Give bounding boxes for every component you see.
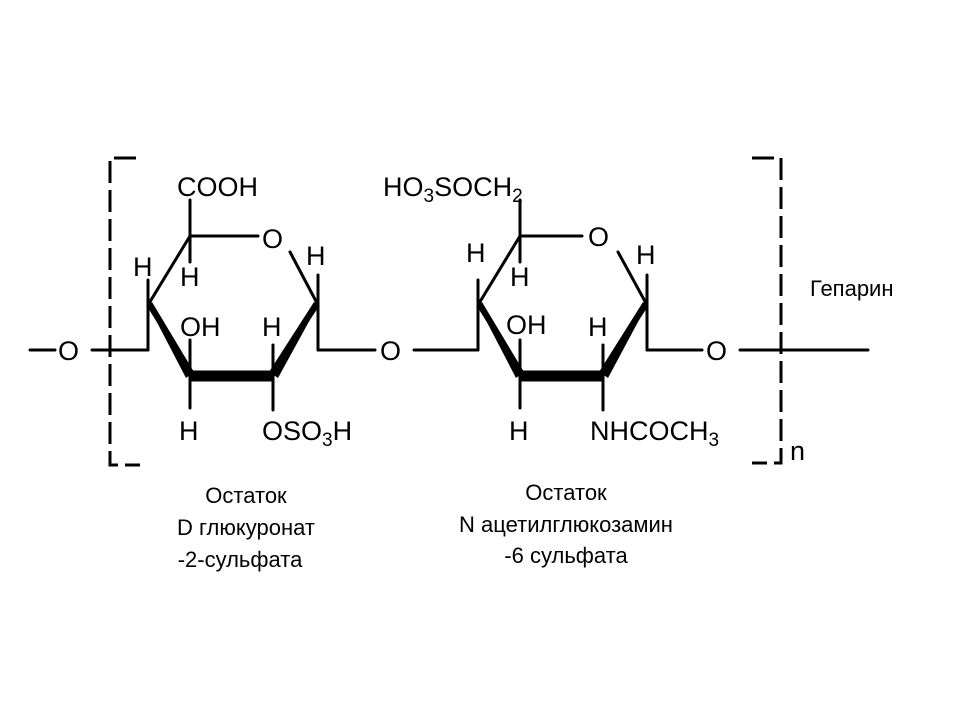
r2-wedge-left xyxy=(478,302,524,378)
middle-link-oxygen: O xyxy=(380,336,401,366)
residue1-caption: Остаток D глюкуронат -2-сульфата xyxy=(177,483,315,572)
r1-h-left-outer: H xyxy=(133,252,153,282)
r2-wedge-right xyxy=(599,302,647,378)
right-repeat-bracket xyxy=(752,156,783,465)
r2-ch2-sulfate-label: HO3SOCH2 xyxy=(383,172,523,207)
r1-sulfate-label: OSO3H xyxy=(262,416,352,451)
r1-h-mid: H xyxy=(262,312,282,342)
r1-h-bottom: H xyxy=(179,416,199,446)
r2-oh-label: OH xyxy=(506,310,547,340)
r2-h-left-inner: H xyxy=(510,262,530,292)
r2-h-mid: H xyxy=(588,312,608,342)
left-repeat-bracket xyxy=(108,156,140,467)
r1-ring-oxygen: O xyxy=(262,224,283,254)
residue1-ring xyxy=(146,198,377,412)
r2-h-anomeric: H xyxy=(636,240,656,270)
r2-caption-line1: Остаток xyxy=(525,480,607,505)
r2-ring-oxygen: O xyxy=(588,222,609,252)
r1-caption-line2: D глюкуронат xyxy=(177,515,315,540)
r1-c4-c5-bond xyxy=(146,234,192,307)
r2-o-c1-bond xyxy=(616,250,649,307)
r1-wedge-left xyxy=(148,302,194,378)
r2-caption-line2: N ацетилглюкозамин xyxy=(459,512,673,537)
r2-h-left-outer: H xyxy=(466,238,486,268)
r2-c4-c5-bond xyxy=(476,234,522,307)
r1-h-left-inner: H xyxy=(180,262,200,292)
r1-cooh-label: COOH xyxy=(177,172,258,202)
r2-caption-line3: -6 сульфата xyxy=(504,543,628,568)
r1-caption-line1: Остаток xyxy=(205,483,287,508)
r1-wedge-right xyxy=(269,302,318,378)
r2-h-bottom: H xyxy=(509,416,529,446)
r1-caption-line3: -2-сульфата xyxy=(178,547,303,572)
residue2-ring xyxy=(476,198,704,412)
r1-oh-label: OH xyxy=(180,312,221,342)
r2-acetamido-label: NHCOCH3 xyxy=(590,416,719,451)
right-link-oxygen: O xyxy=(706,336,727,366)
r1-o-c1-bond xyxy=(288,250,320,307)
diagram-title: Гепарин xyxy=(810,276,894,301)
r1-h-anomeric: H xyxy=(306,241,326,271)
residue2-caption: Остаток N ацетилглюкозамин -6 сульфата xyxy=(459,480,673,568)
repeat-index-n: n xyxy=(790,436,805,466)
left-link-oxygen: O xyxy=(58,336,79,366)
